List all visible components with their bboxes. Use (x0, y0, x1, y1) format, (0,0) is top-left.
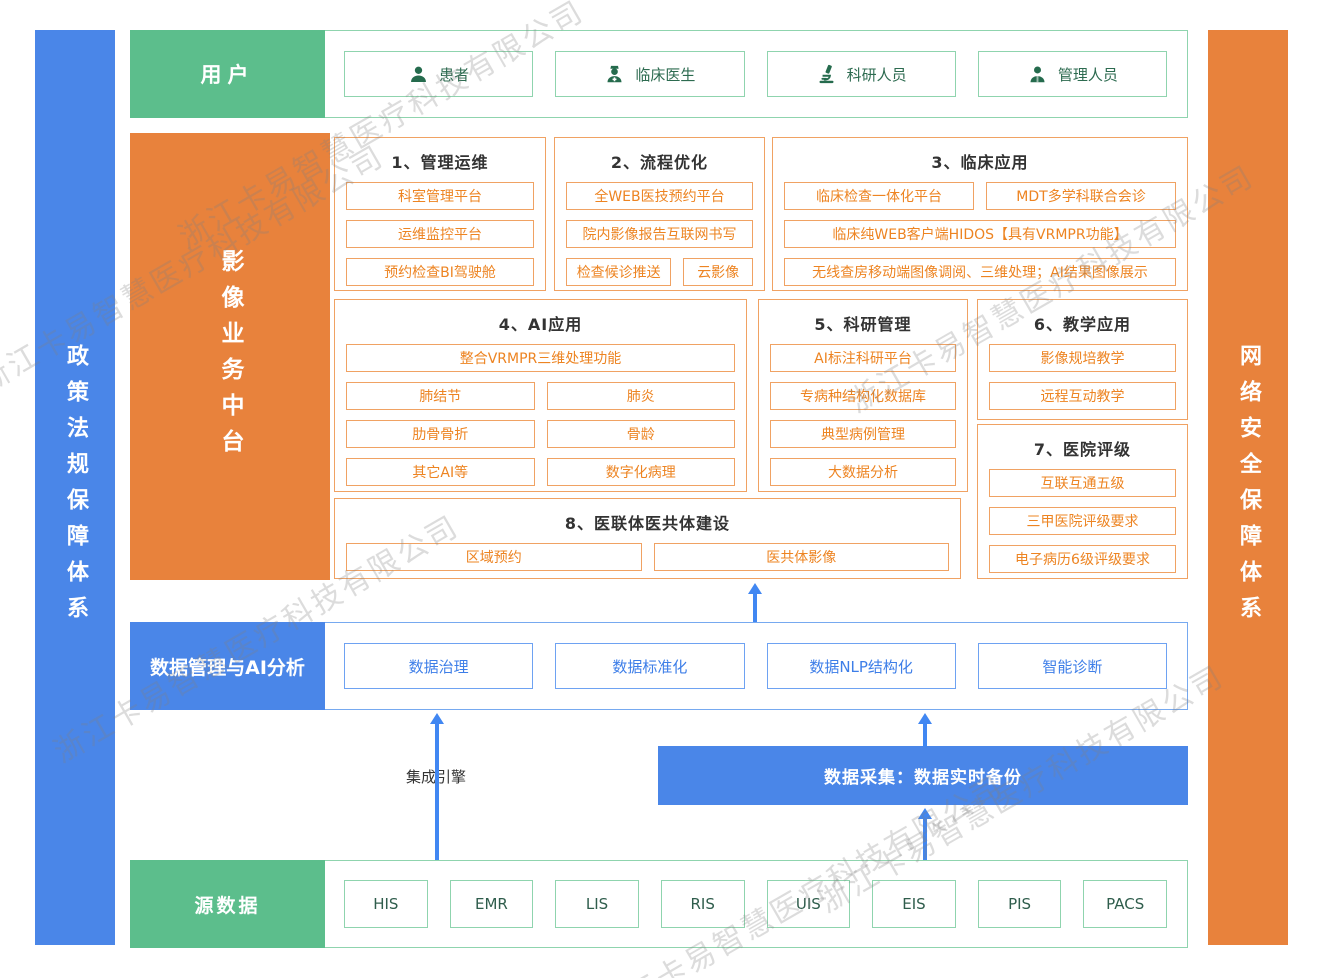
section-hospital-rating: 7、医院评级 互联互通五级 三甲医院评级要求 电子病历6级评级要求 (977, 424, 1188, 579)
item-interconnect-level5: 互联互通五级 (989, 469, 1176, 497)
user-patient-label: 患者 (439, 65, 470, 84)
item-emr-level6-requirement: 电子病历6级评级要求 (989, 545, 1176, 573)
section-medical-alliance: 8、医联体医共体建设 区域预约 医共体影像 (334, 498, 961, 579)
section-title: 3、临床应用 (931, 153, 1029, 172)
item-ai-annotation-platform: AI标注科研平台 (770, 344, 956, 372)
item-cloud-imaging: 云影像 (683, 258, 753, 286)
source-uis: UIS (766, 880, 851, 928)
section-teaching-application: 6、教学应用 影像规培教学 远程互动教学 (977, 299, 1188, 420)
item-web-booking-platform: 全WEB医技预约平台 (566, 182, 753, 210)
admin-icon (1030, 65, 1045, 82)
data-mgmt-label: 数据管理与AI分析 (130, 622, 325, 710)
user-researcher-label: 科研人员 (846, 65, 907, 84)
item-grade-a-requirement: 三甲医院评级要求 (989, 507, 1176, 535)
source-to-collection-arrow (918, 808, 932, 860)
user-patient: 患者 (344, 51, 534, 97)
section-research-management: 5、科研管理 AI标注科研平台 专病种结构化数据库 典型病例管理 大数据分析 (758, 299, 968, 492)
item-pneumonia: 肺炎 (546, 382, 735, 410)
user-admin-label: 管理人员 (1057, 65, 1118, 84)
item-alliance-imaging: 医共体影像 (653, 543, 949, 571)
item-bone-age: 骨龄 (546, 420, 735, 448)
section-title: 8、医联体医共体建设 (564, 514, 731, 533)
item-data-governance: 数据治理 (344, 643, 534, 689)
item-data-standardization: 数据标准化 (555, 643, 745, 689)
item-vrmpr-3d: 整合VRMPR三维处理功能 (346, 344, 735, 372)
item-imaging-training: 影像规培教学 (989, 344, 1176, 372)
item-lung-nodule: 肺结节 (346, 382, 535, 410)
section-management-ops: 1、管理运维 科室管理平台 运维监控平台 预约检查BI驾驶舱 (334, 137, 546, 291)
item-bi-cockpit: 预约检查BI驾驶舱 (346, 258, 534, 286)
source-pacs: PACS (1083, 880, 1167, 928)
section-title: 6、教学应用 (1033, 315, 1132, 334)
source-pis: PIS (977, 880, 1062, 928)
item-ops-monitor-platform: 运维监控平台 (346, 220, 534, 248)
user-clinician: 临床医生 (555, 51, 745, 97)
item-clinical-exam-platform: 临床检查一体化平台 (784, 182, 974, 210)
item-mdt-consultation: MDT多学科联合会诊 (986, 182, 1176, 210)
policy-regulation-label: 政策法规保障体系 (63, 343, 88, 632)
item-big-data-analysis: 大数据分析 (770, 458, 956, 486)
item-regional-booking: 区域预约 (346, 543, 642, 571)
section-clinical-application: 3、临床应用 临床检查一体化平台 MDT多学科联合会诊 临床纯WEB客户端HID… (772, 137, 1188, 291)
item-data-nlp-structuring: 数据NLP结构化 (766, 643, 956, 689)
item-waiting-push: 检查候诊推送 (566, 258, 672, 286)
users-band: 用户 患者 临床医生 科研人员 管理人员 (130, 30, 1188, 118)
section-ai-application: 4、AI应用 整合VRMPR三维处理功能 肺结节 肺炎 肋骨骨折 骨龄 其它AI… (334, 299, 747, 492)
item-typical-case-mgmt: 典型病例管理 (770, 420, 956, 448)
source-data-items: HIS EMR LIS RIS UIS EIS PIS PACS (324, 861, 1187, 947)
section-title: 7、医院评级 (1033, 440, 1132, 459)
source-emr: EMR (449, 880, 534, 928)
user-researcher: 科研人员 (766, 51, 956, 97)
item-digital-pathology: 数字化病理 (546, 458, 735, 486)
source-data-label: 源数据 (130, 860, 325, 948)
item-dept-mgmt-platform: 科室管理平台 (346, 182, 534, 210)
doctor-icon (607, 65, 622, 82)
section-title: 2、流程优化 (610, 153, 709, 172)
item-mobile-ward-round: 无线查房移动端图像调阅、三维处理；AI结果图像展示 (784, 258, 1176, 286)
patient-icon (411, 66, 427, 82)
imaging-platform-block: 影像业务中台 (130, 133, 330, 580)
user-admin: 管理人员 (977, 51, 1167, 97)
item-internet-report-writing: 院内影像报告互联网书写 (566, 220, 753, 248)
section-title: 1、管理运维 (391, 153, 489, 172)
section-process-optimization: 2、流程优化 全WEB医技预约平台 院内影像报告互联网书写 检查候诊推送 云影像 (554, 137, 765, 291)
source-lis: LIS (555, 880, 639, 928)
users-items: 患者 临床医生 科研人员 管理人员 (324, 31, 1187, 117)
data-mgmt-items: 数据治理 数据标准化 数据NLP结构化 智能诊断 (324, 623, 1187, 709)
data-collection-box: 数据采集：数据实时备份 (658, 746, 1188, 805)
source-data-band: 源数据 HIS EMR LIS RIS UIS EIS PIS PACS (130, 860, 1188, 948)
item-other-ai: 其它AI等 (346, 458, 535, 486)
section-title: 4、AI应用 (498, 315, 583, 334)
user-clinician-label: 临床医生 (635, 65, 696, 84)
microscope-icon (819, 64, 834, 83)
network-security-label: 网络安全保障体系 (1236, 343, 1261, 632)
item-disease-structured-db: 专病种结构化数据库 (770, 382, 956, 410)
data-mgmt-band: 数据管理与AI分析 数据治理 数据标准化 数据NLP结构化 智能诊断 (130, 622, 1188, 710)
item-web-client-hidos: 临床纯WEB客户端HIDOS【具有VRMPR功能】 (784, 220, 1176, 248)
collection-to-datamgmt-arrow (918, 713, 932, 747)
network-security-bar: 网络安全保障体系 (1208, 30, 1288, 945)
imaging-platform-label: 影像业务中台 (217, 248, 243, 465)
datamgmt-to-platform-arrow (748, 583, 762, 622)
policy-regulation-bar: 政策法规保障体系 (35, 30, 115, 945)
item-rib-fracture: 肋骨骨折 (346, 420, 535, 448)
source-his: HIS (344, 880, 428, 928)
item-remote-teaching: 远程互动教学 (989, 382, 1176, 410)
section-title: 5、科研管理 (814, 315, 912, 334)
source-eis: EIS (872, 880, 956, 928)
users-band-label: 用户 (130, 30, 325, 118)
item-intelligent-diagnosis: 智能诊断 (977, 643, 1167, 689)
integration-engine-arrow (430, 713, 444, 860)
source-ris: RIS (660, 880, 745, 928)
